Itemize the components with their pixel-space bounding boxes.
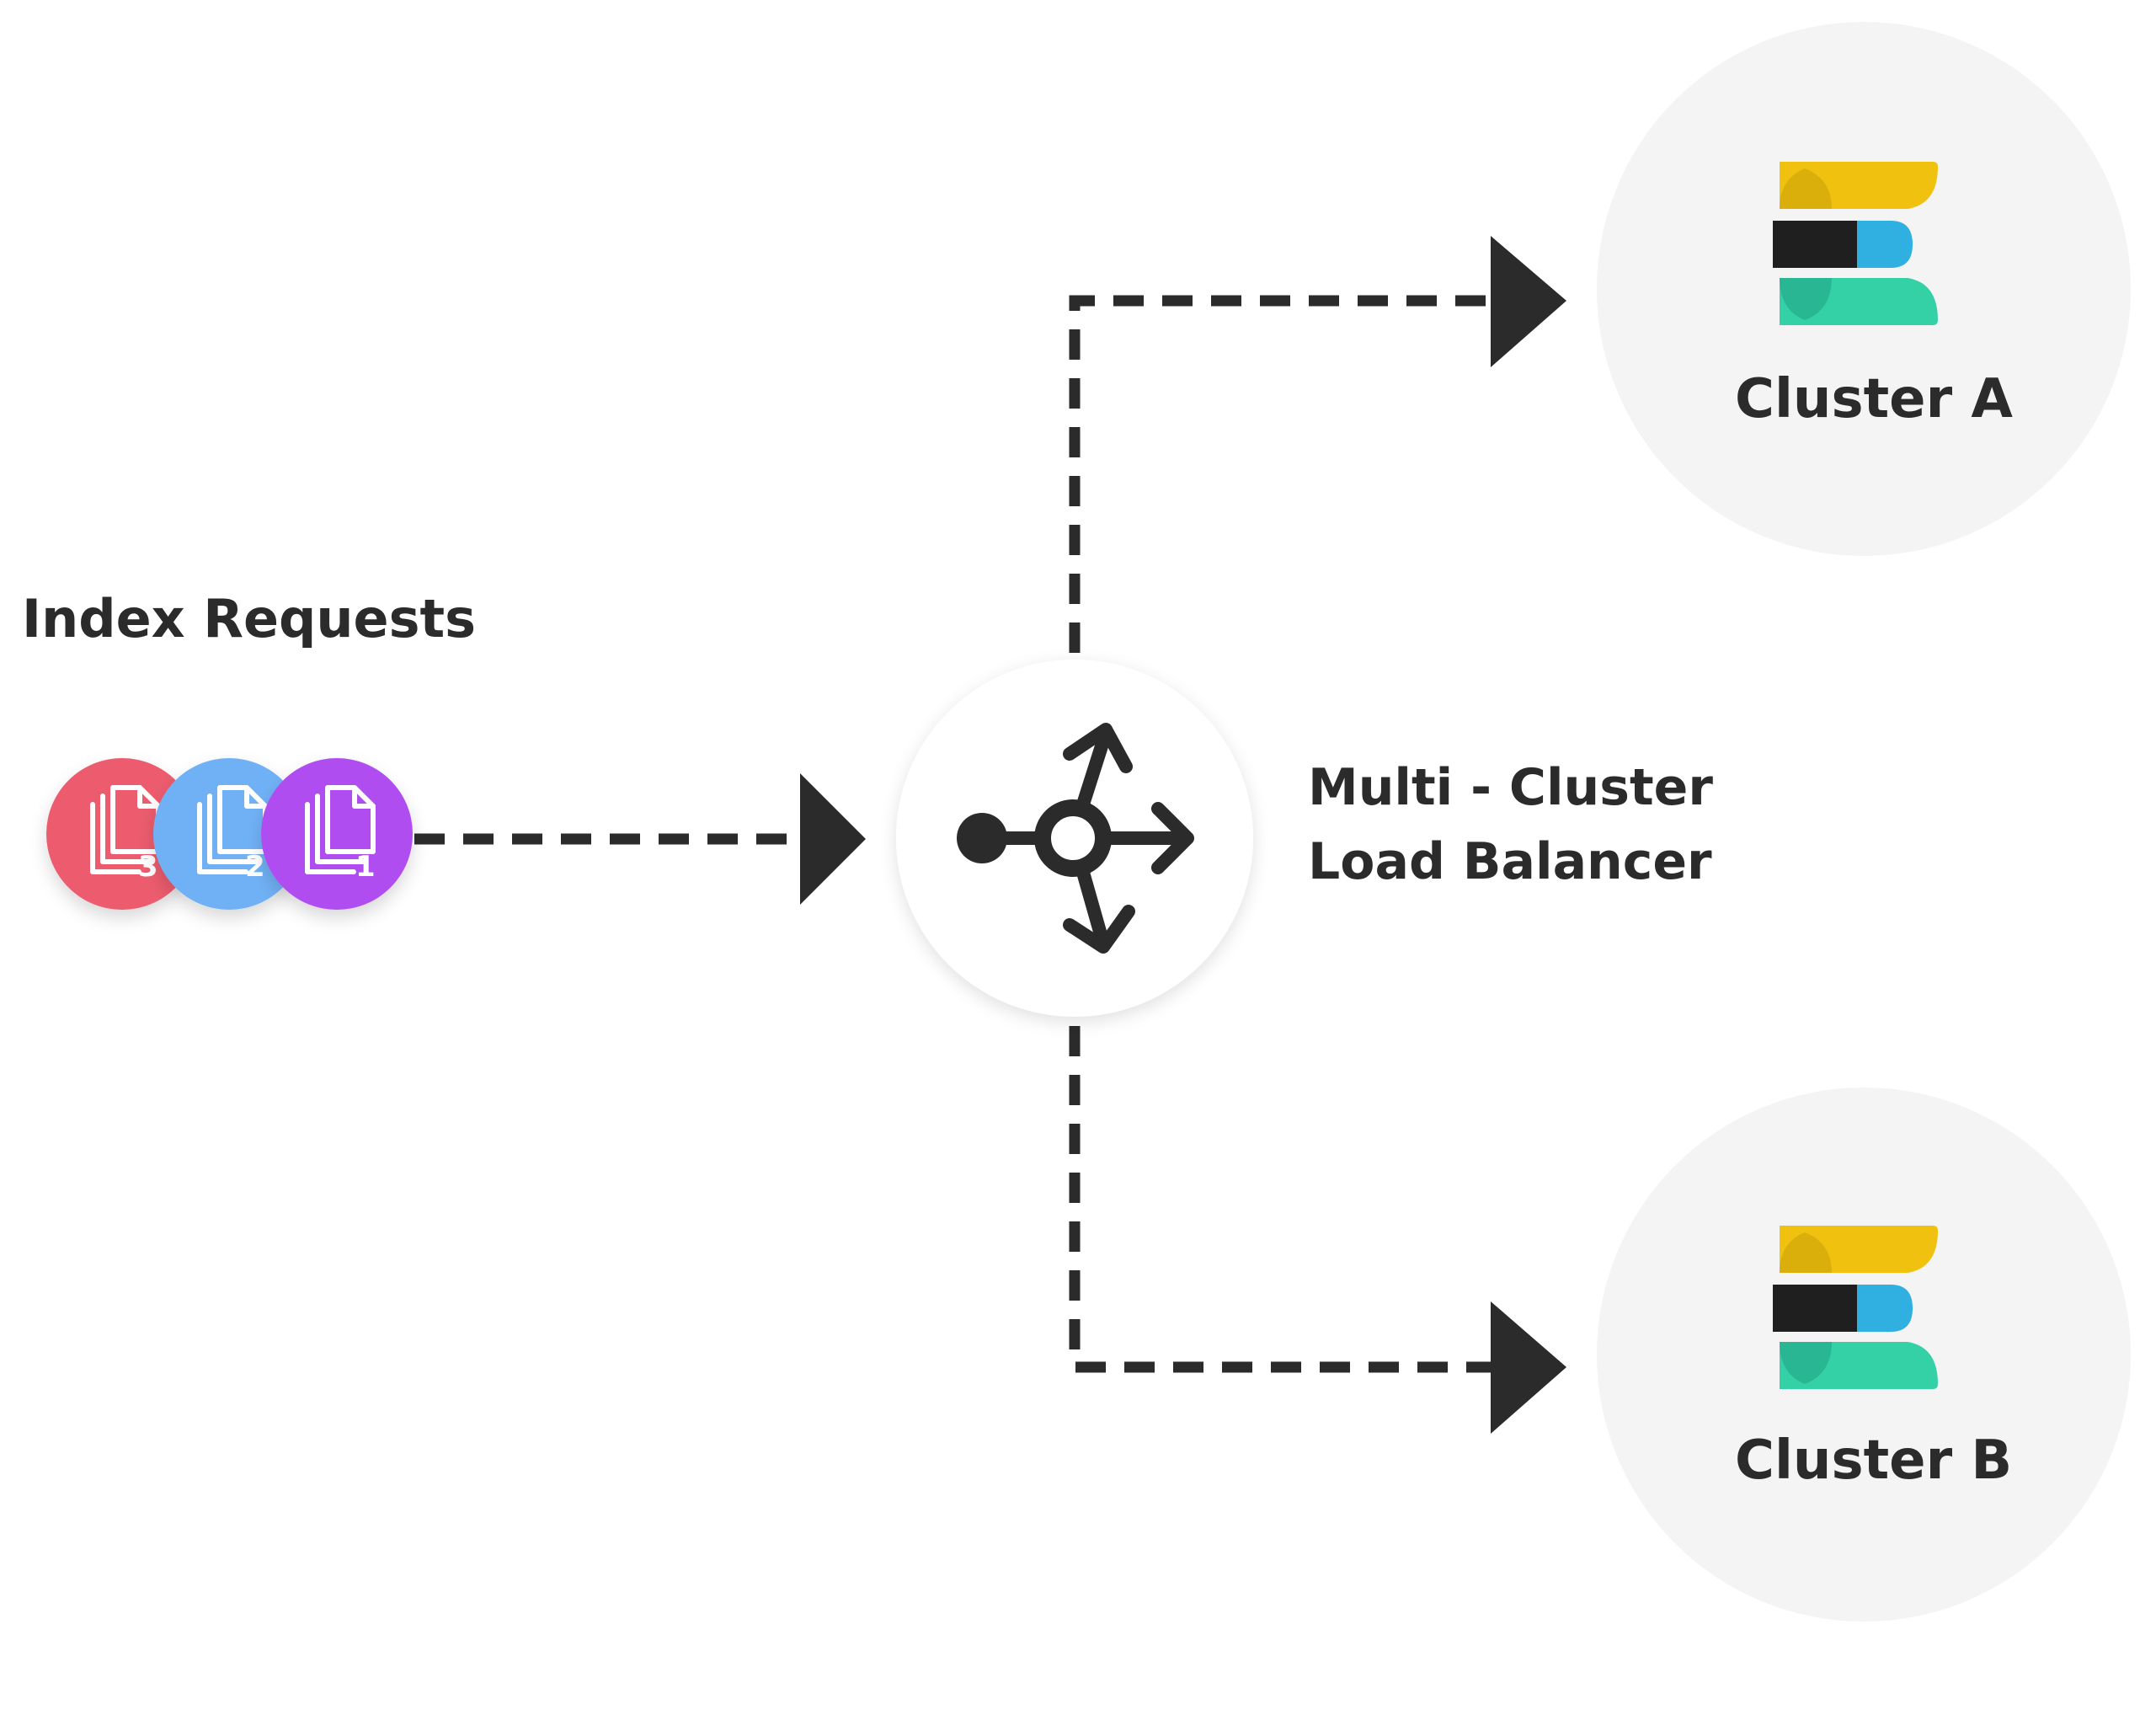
route-split-icon [957,723,1194,954]
cluster-b-node: Cluster B [1597,1087,2131,1622]
elastic-logo-icon [1773,162,1938,325]
request-badge-2-number: 2 [245,850,265,884]
request-badge-3-circle [46,758,198,910]
index-requests-label: Index Requests [22,588,476,649]
document-stack-icon [305,785,376,874]
connector-lb-to-cluster-b [1069,1026,1508,1373]
elastic-logo-icon [1773,1226,1938,1389]
cluster-a-node: Cluster A [1597,22,2131,556]
request-badge-2: 2 [153,758,305,910]
request-badge-3: 3 [46,758,198,910]
request-badge-2-circle [153,758,305,910]
request-badge-1-number-visible: 1 [355,850,376,884]
cluster-a-label: Cluster A [1735,368,2013,430]
arrowhead-right-icon [800,773,866,905]
index-request-badges: 3 2 3 1 [46,758,413,910]
load-balancer-circle [896,660,1253,1017]
request-badge-3-number: 3 [138,850,158,884]
load-balancer-label-line2: Load Balancer [1308,832,1712,891]
request-badge-1-circle [261,758,413,910]
arrowhead-right-icon [1491,1301,1566,1434]
request-badge-1: 3 1 [261,758,413,910]
cluster-b-label: Cluster B [1735,1429,2012,1492]
connector-lb-to-cluster-a [1069,295,1508,653]
load-balancer-node [896,660,1253,1017]
load-balancer-label-line1: Multi - Cluster [1308,758,1713,817]
arrowhead-right-icon [1491,236,1566,367]
